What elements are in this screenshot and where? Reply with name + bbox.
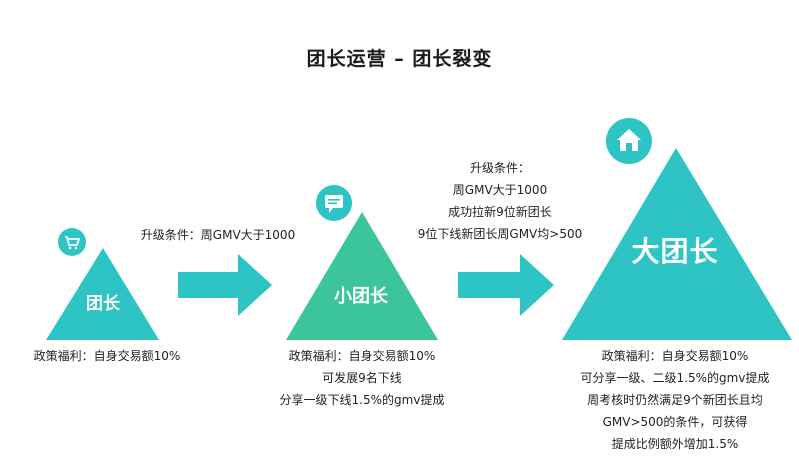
page-title: 团长运营 – 团长裂变 (306, 48, 493, 70)
chat-bubble-icon (316, 185, 352, 221)
condition-line: 9位下线新团长周GMV均>500 (417, 227, 583, 241)
condition-line: 升级条件： (469, 161, 530, 175)
benefit-line: 分享一级下线1.5%的gmv提成 (279, 393, 445, 407)
condition-line: 成功拉新9位新团长 (448, 205, 552, 219)
benefit-line: 可发展9名下线 (322, 371, 402, 385)
condition-line: 周GMV大于1000 (452, 183, 548, 197)
shopping-cart-icon (58, 228, 86, 256)
tier-2-triangle (286, 212, 438, 340)
benefit-tier-3: 政策福利：自身交易额10% 可分享一级、二级1.5%的gmv提成 周考核时仍然满… (560, 345, 790, 455)
benefit-line: 提成比例额外增加1.5% (611, 437, 739, 451)
condition-line: 升级条件：周GMV大于1000 (140, 228, 296, 242)
tier-2-label: 小团长 (334, 286, 388, 307)
benefit-tier-2: 政策福利：自身交易额10% 可发展9名下线 分享一级下线1.5%的gmv提成 (262, 345, 462, 411)
tier-1-label: 团长 (86, 294, 120, 314)
arrow-1 (178, 254, 272, 316)
benefit-line: 政策福利：自身交易额10% (33, 349, 181, 363)
benefit-line: 政策福利：自身交易额10% (601, 349, 749, 363)
benefit-line: 周考核时仍然满足9个新团长且均 (587, 393, 763, 407)
tier-1-triangle (46, 248, 159, 340)
benefit-tier-1: 政策福利：自身交易额10% (22, 345, 192, 367)
tier-3-label: 大团长 (631, 235, 719, 268)
upgrade-condition-2: 升级条件： 周GMV大于1000 成功拉新9位新团长 9位下线新团长周GMV均>… (400, 157, 600, 245)
arrow-2 (458, 254, 554, 316)
benefit-line: GMV>500的条件，可获得 (602, 415, 748, 429)
benefit-line: 政策福利：自身交易额10% (288, 349, 436, 363)
tier-3-triangle (562, 148, 792, 340)
home-icon (606, 118, 652, 164)
benefit-line: 可分享一级、二级1.5%的gmv提成 (580, 371, 770, 385)
upgrade-condition-1: 升级条件：周GMV大于1000 (133, 224, 303, 246)
